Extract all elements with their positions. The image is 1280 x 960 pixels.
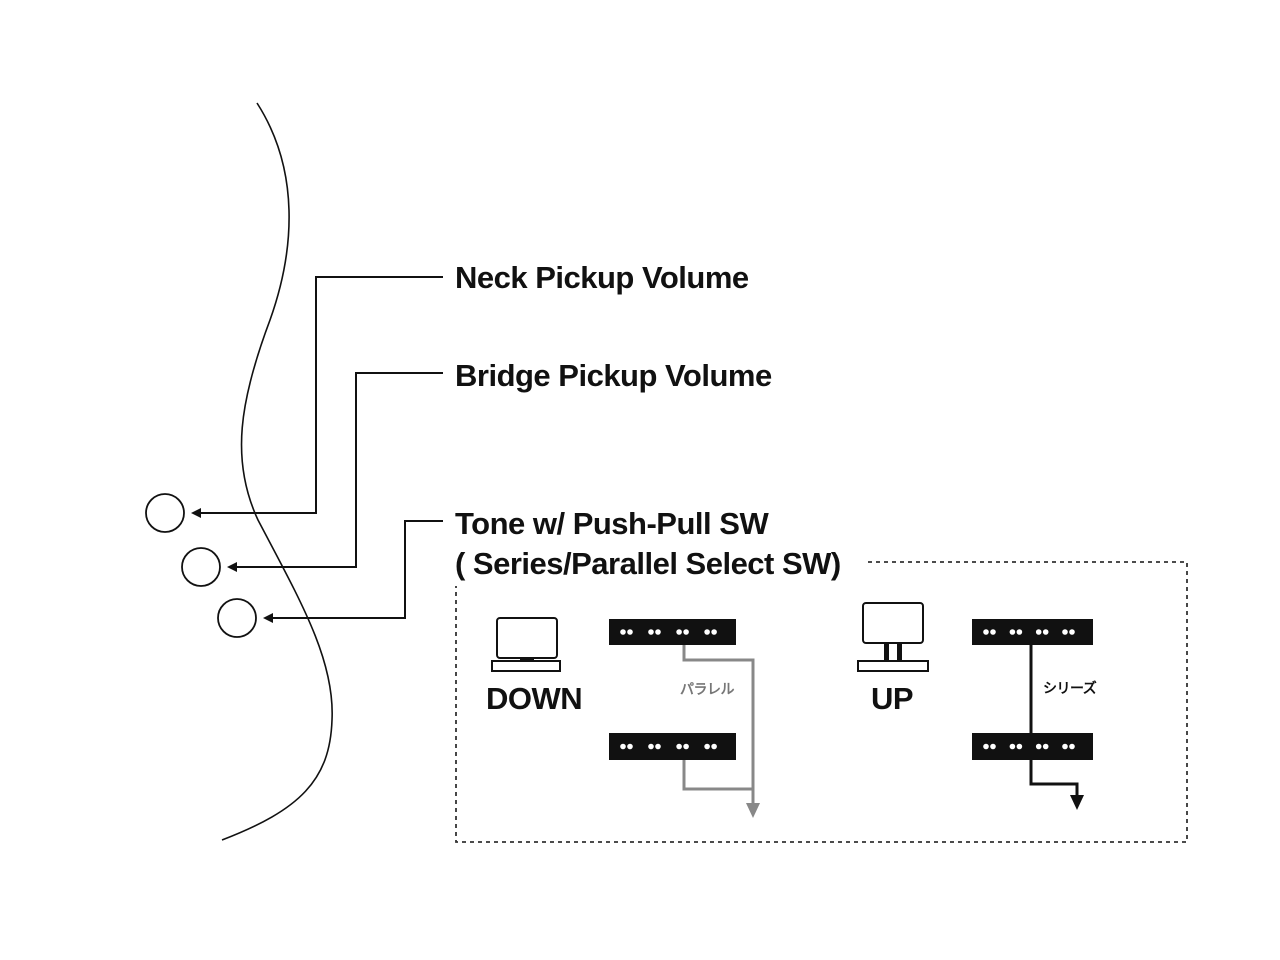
series-top-pole-dot bbox=[1069, 629, 1075, 635]
parallel-top-pole-dot bbox=[655, 629, 661, 635]
series-bottom-pickup bbox=[972, 733, 1093, 760]
parallel-wire-bottom bbox=[682, 760, 753, 791]
parallel-top-pole-dot bbox=[676, 629, 682, 635]
parallel-bottom-pole-dot bbox=[627, 743, 633, 750]
bridge-volume-label: Bridge Pickup Volume bbox=[455, 358, 772, 393]
parallel-bottom-pole-dot bbox=[683, 743, 689, 750]
tone-leader bbox=[263, 520, 443, 623]
parallel-bottom-pole-dot bbox=[704, 743, 710, 750]
tone-label-line2: ( Series/Parallel Select SW) bbox=[455, 546, 841, 581]
down-state-label: DOWN bbox=[486, 681, 583, 716]
parallel-top-pole-dot bbox=[627, 629, 633, 635]
bridge-volume-knob bbox=[181, 547, 221, 587]
series-top-pickup bbox=[972, 619, 1093, 645]
series-mode-label: シリーズ bbox=[1043, 680, 1097, 696]
series-output-arrowhead bbox=[1070, 795, 1084, 810]
up-switch-icon bbox=[857, 602, 929, 672]
up-state-label: UP bbox=[871, 681, 914, 716]
parallel-top-pole-dot bbox=[711, 629, 717, 635]
series-top-pole-dot bbox=[1062, 629, 1068, 635]
neck-volume-knob bbox=[145, 493, 185, 533]
series-top-pole-dot bbox=[990, 629, 996, 635]
series-bottom-pole-dot bbox=[1062, 743, 1068, 750]
series-bottom-pole-dot bbox=[1035, 743, 1042, 750]
series-bottom-pole-dot bbox=[1009, 743, 1016, 750]
parallel-top-pole-dot bbox=[683, 629, 689, 635]
parallel-bottom-pole-dot bbox=[711, 743, 717, 750]
parallel-top-pole-dot bbox=[648, 629, 654, 635]
parallel-bottom-pole-dot bbox=[648, 743, 654, 750]
bridge-volume-leader bbox=[227, 372, 443, 572]
series-bottom-pole-dot bbox=[983, 743, 989, 750]
parallel-top-pole-dot bbox=[620, 629, 626, 635]
body-outline-curve bbox=[221, 102, 333, 841]
series-top-pole-dot bbox=[1016, 629, 1023, 635]
series-bottom-pole-dot bbox=[990, 743, 996, 750]
series-top-pole-dot bbox=[1042, 629, 1049, 635]
neck-volume-leader bbox=[191, 276, 443, 518]
series-wire-output bbox=[1029, 760, 1079, 797]
parallel-top-pole-dot bbox=[704, 629, 710, 635]
series-top-pole-dot bbox=[1009, 629, 1016, 635]
parallel-bottom-pole-dot bbox=[655, 743, 661, 750]
parallel-bottom-pole-dot bbox=[676, 743, 682, 750]
series-bottom-pole-dot bbox=[1016, 743, 1023, 750]
tone-label-line1: Tone w/ Push-Pull SW bbox=[455, 506, 769, 541]
parallel-bottom-pole-dot bbox=[620, 743, 626, 750]
neck-volume-label: Neck Pickup Volume bbox=[455, 260, 749, 295]
parallel-output-arrowhead bbox=[746, 803, 760, 818]
parallel-wire-top bbox=[682, 645, 755, 805]
series-top-pole-dot bbox=[983, 629, 989, 635]
down-switch-icon bbox=[491, 617, 561, 672]
parallel-mode-label: パラレル bbox=[680, 681, 735, 697]
tone-knob bbox=[217, 598, 257, 638]
series-top-pole-dot bbox=[1035, 629, 1042, 635]
series-bottom-pole-dot bbox=[1042, 743, 1049, 750]
series-bottom-pole-dot bbox=[1069, 743, 1075, 750]
